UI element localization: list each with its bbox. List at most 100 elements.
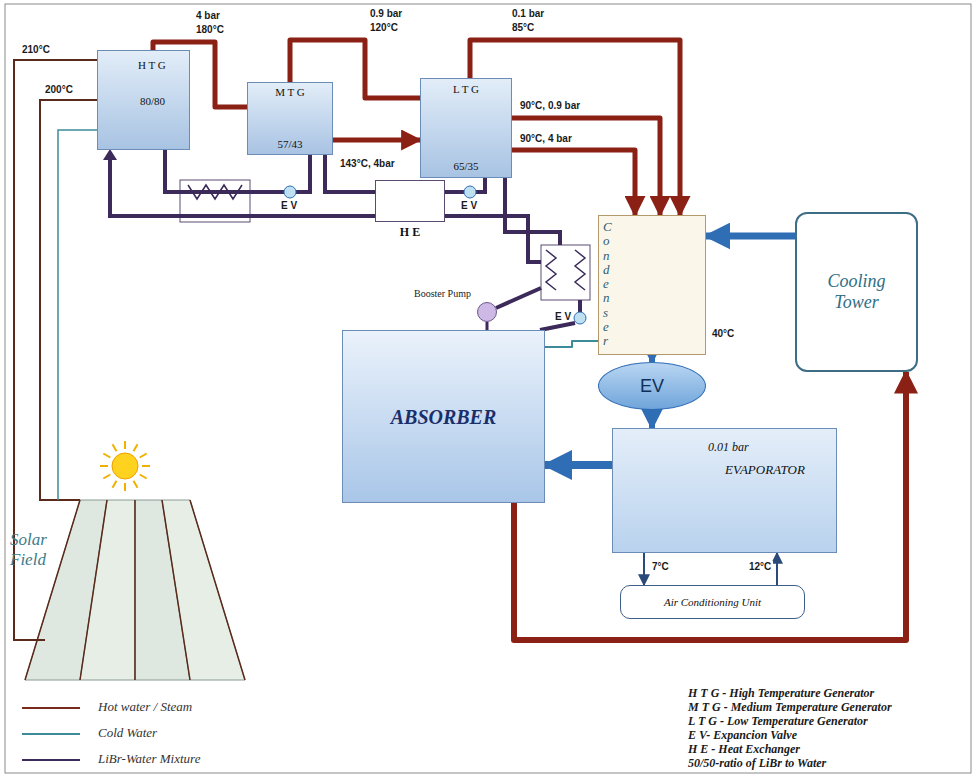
sun-rays [100, 441, 150, 491]
flow-line [545, 341, 598, 347]
sun-ray [124, 483, 126, 491]
node-label: 65/35 [453, 160, 478, 173]
pressure-label: 4 bar [196, 10, 220, 22]
node-label: 80/80 [140, 95, 165, 108]
temperature-label: 40°C [712, 328, 734, 340]
temperature-label: 180°C [196, 24, 224, 36]
node-label: EVAPORATOR [725, 463, 805, 478]
edge-label: 12°C [747, 561, 773, 573]
sun-ray [140, 454, 147, 458]
valve-label: E V [281, 200, 297, 212]
node-label: ABSORBER [391, 405, 497, 428]
flow-line [643, 553, 645, 585]
flow-line [486, 322, 489, 330]
frame [5, 4, 971, 773]
sun-ray [100, 465, 108, 467]
air-conditioning-unit: Air Conditioning Unit [620, 585, 805, 619]
solar-panel [162, 500, 245, 680]
legend-label: Hot water / Steam [98, 699, 192, 715]
pressure-label: 0.9 bar [370, 8, 402, 20]
legend-sample [22, 733, 80, 735]
heat-exchanger [541, 245, 590, 300]
abbreviation: H T G - High Temperature Generator [688, 686, 874, 700]
edge-label: 143°C, 4bar [338, 158, 397, 170]
pressure-label: 0.1 bar [512, 8, 544, 20]
flow-line [706, 233, 795, 240]
node-label: Condenser [603, 220, 612, 349]
outside-label: H E [400, 226, 420, 240]
hot-water-line [40, 100, 97, 500]
node-label: Cooling Tower [809, 271, 905, 312]
sun [112, 453, 138, 479]
valve-label: E V [555, 311, 571, 323]
sun-ray [113, 444, 117, 451]
generator-box: L T G 65/35 [420, 78, 512, 178]
legend-sample [22, 707, 80, 709]
expansion-valve: EV [598, 362, 706, 410]
sun-ray [124, 441, 126, 449]
solar-field-label: Solar Field [10, 530, 56, 571]
sun-ray [113, 481, 117, 488]
node-label: L T G [453, 83, 479, 96]
expansion-valve [284, 186, 296, 198]
flow-line [545, 461, 612, 469]
valve-label: E V [461, 200, 477, 212]
sun-ray [134, 481, 138, 488]
temperature-label: 85°C [512, 22, 534, 34]
expansion-valve [574, 312, 586, 324]
edge-label: 90°C, 4 bar [518, 133, 574, 145]
sun-ray [103, 475, 110, 479]
solution-line [476, 178, 485, 192]
sun-ray [140, 475, 147, 479]
arrowhead [103, 149, 117, 160]
temperature-label: 200°C [45, 84, 73, 96]
sun-ray [134, 444, 138, 451]
expansion-valve [464, 186, 476, 198]
legend-label: Cold Water [98, 725, 157, 741]
node-label: M T G [275, 86, 305, 99]
solution-line [505, 178, 560, 245]
legend-samples [22, 708, 80, 760]
node-label: H T G [138, 59, 166, 72]
abbreviation: M T G - Medium Temperature Generator [688, 700, 892, 714]
edge-label: 90°C, 0.9 bar [518, 100, 582, 112]
flow-line [512, 118, 660, 215]
flow-line [512, 150, 635, 215]
solution-line [296, 155, 310, 192]
sun-ray [103, 454, 110, 458]
sun-ray [142, 465, 150, 467]
heat-exchanger-coil [546, 250, 585, 290]
solution-line [540, 323, 575, 330]
temperature-label: 120°C [370, 22, 398, 34]
flow-line [649, 355, 655, 362]
solution-line [496, 288, 541, 308]
flow-line [776, 553, 778, 585]
booster-pump: Booster Pump [477, 302, 497, 322]
flow-line [333, 138, 420, 143]
cooling-tower: Cooling Tower [795, 212, 918, 372]
legend-sample [22, 759, 80, 761]
generator-box: H T G 80/80 [97, 50, 190, 150]
cold-water-line [58, 130, 97, 500]
absorber-box: ABSORBER [342, 330, 545, 503]
solar-pipe [25, 500, 245, 680]
condenser-box: Condenser [598, 215, 706, 355]
generator-box: M T G 57/43 [247, 82, 333, 155]
legend-label: LiBr-Water Mixture [98, 751, 200, 767]
outside-label: Booster Pump [414, 288, 471, 300]
temperature-label: 210°C [22, 44, 50, 56]
abbreviation: H E - Heat Exchanger [688, 742, 800, 756]
solar-panel [80, 500, 135, 680]
abbreviation: 50/50-ratio of LiBr to Water [688, 756, 826, 770]
node-label: Air Conditioning Unit [664, 596, 761, 609]
evaporator-box: 0.01 barEVAPORATOR [612, 428, 837, 553]
node-label: 57/43 [277, 138, 302, 151]
heat-exchanger: H E [375, 180, 445, 222]
node-label: EV [640, 376, 664, 397]
flow-line [514, 372, 906, 640]
edge-label: 7°C [650, 561, 671, 573]
abbreviation: L T G - Low Temperature Generator [688, 714, 868, 728]
abbreviation: E V- Expancion Valve [688, 728, 797, 742]
